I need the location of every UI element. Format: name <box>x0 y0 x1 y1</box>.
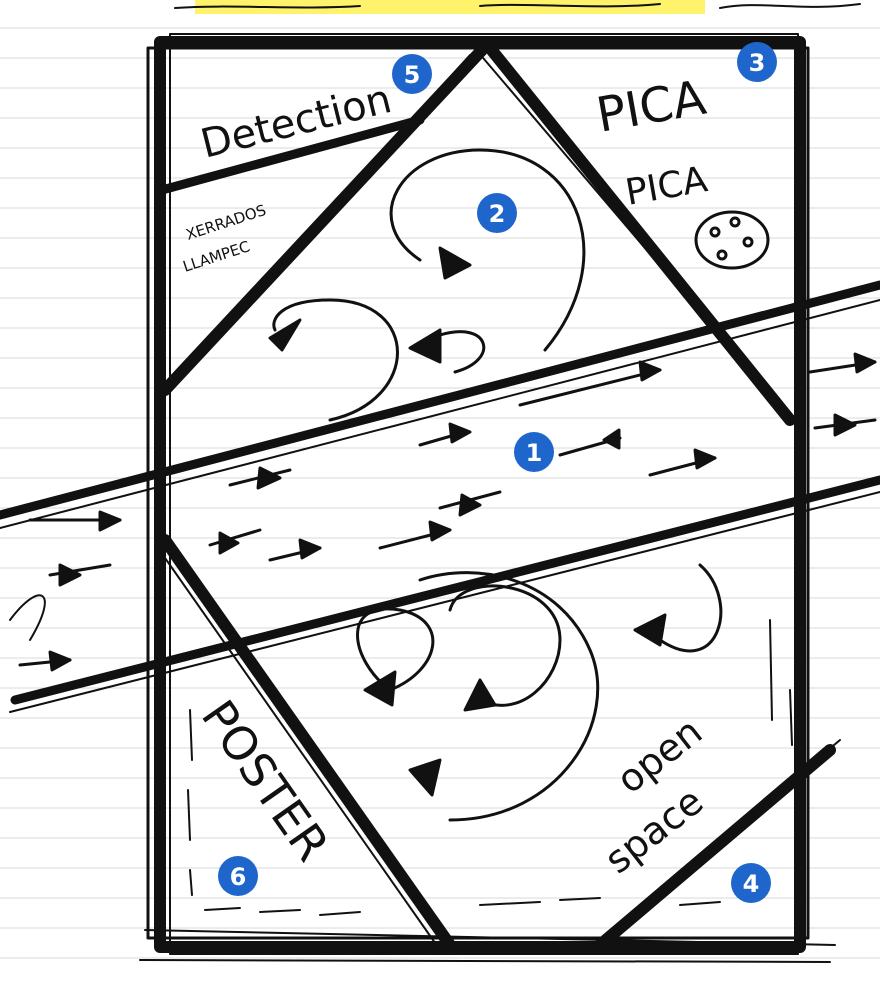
svg-text:5: 5 <box>404 61 421 89</box>
label-poster: POSTER <box>191 690 340 870</box>
outer-frame <box>140 34 835 962</box>
zone-badge-5: 5 <box>392 54 432 94</box>
zone-badge-1: 1 <box>514 432 554 472</box>
svg-text:2: 2 <box>489 200 506 228</box>
curl-arrows-top <box>270 150 584 420</box>
zone-badge-4: 4 <box>731 863 771 903</box>
svg-text:6: 6 <box>230 863 247 891</box>
svg-text:1: 1 <box>526 439 543 467</box>
svg-text:3: 3 <box>749 49 766 77</box>
label-open: open <box>608 709 710 802</box>
zone-badge-3: 3 <box>737 42 777 82</box>
label-pica-2: PICA <box>622 159 710 214</box>
label-xerrados: XERRADOS <box>184 201 269 244</box>
svg-text:4: 4 <box>743 870 760 898</box>
zone-badge-6: 6 <box>218 856 258 896</box>
zone-badge-2: 2 <box>477 193 517 233</box>
label-pica: PICA <box>592 70 710 144</box>
pica-circle-icon <box>696 212 768 268</box>
